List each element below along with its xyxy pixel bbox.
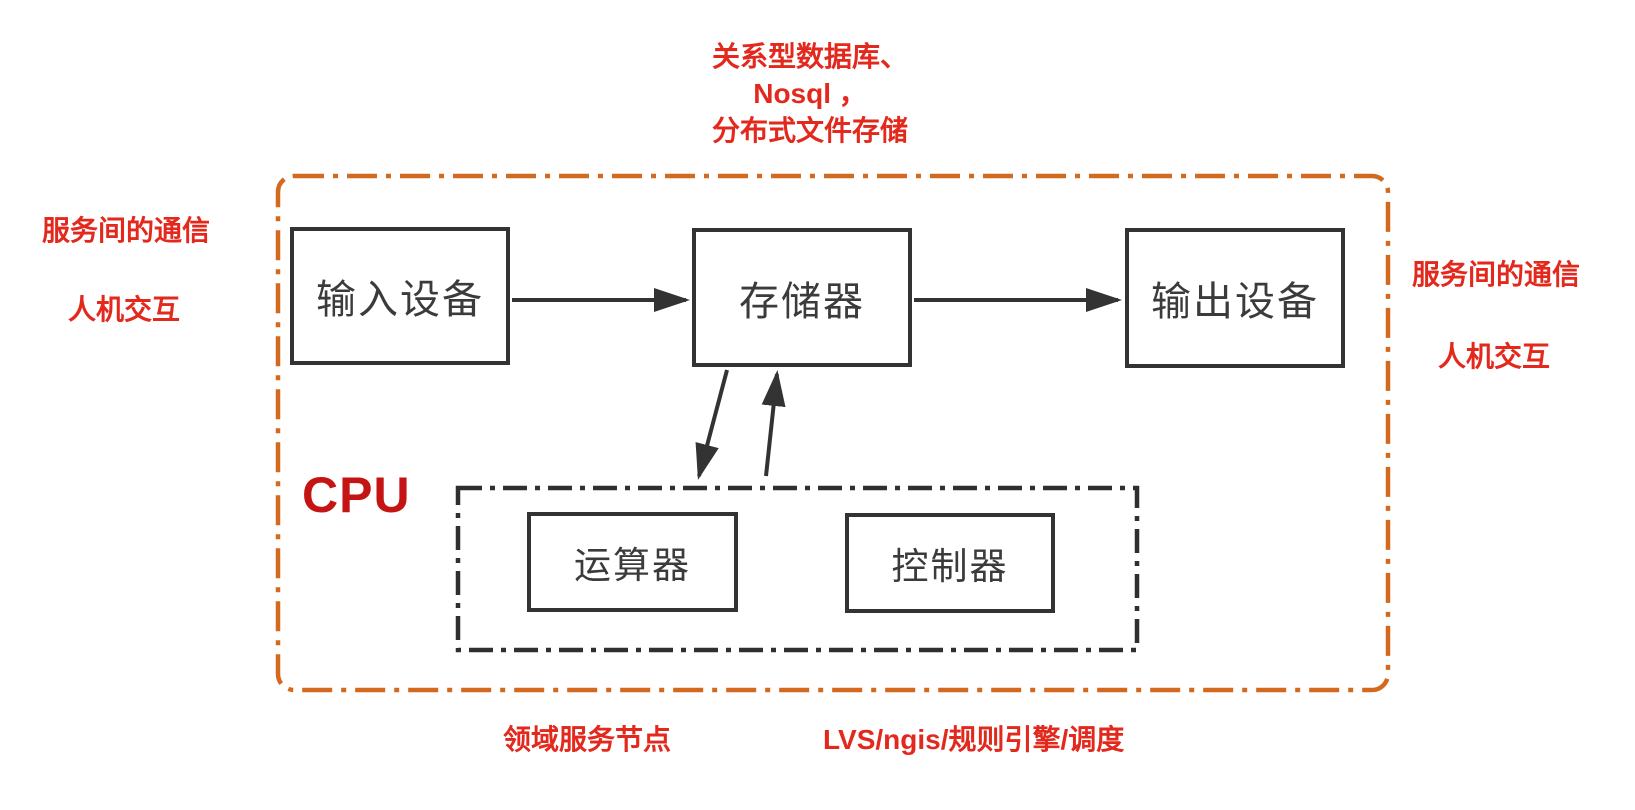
annotation-top-storage: 关系型数据库、 Nosql ， 分布式文件存储 xyxy=(610,38,1010,149)
annotation-left-communication: 服务间的通信 xyxy=(42,215,211,246)
arrow-cpucore-to-memory xyxy=(761,370,786,477)
node-output-device-label: 输出设备 xyxy=(1151,280,1319,324)
annotation-right-communication: 服务间的通信 xyxy=(1412,259,1581,290)
annotation-bottom-domain-nodes: 领域服务节点 xyxy=(503,724,672,755)
arrow-memory-to-cpucore xyxy=(695,369,729,480)
node-controller: 控制器 xyxy=(845,513,1055,613)
node-memory-label: 存储器 xyxy=(739,279,865,324)
cpu-group-label: CPU xyxy=(302,467,411,523)
annotation-top-line2: Nosql ， xyxy=(753,78,867,109)
annotation-top-line1: 关系型数据库、 xyxy=(711,41,908,72)
node-input-device: 输入设备 xyxy=(290,227,510,365)
node-output-device: 输出设备 xyxy=(1125,228,1345,368)
annotation-left-hci: 人机交互 xyxy=(68,294,181,325)
annotation-top-line3: 分布式文件存储 xyxy=(711,115,908,146)
node-memory: 存储器 xyxy=(692,228,912,367)
annotation-right-hci: 人机交互 xyxy=(1438,341,1551,372)
node-controller-label: 控制器 xyxy=(891,546,1009,587)
node-alu: 运算器 xyxy=(527,512,738,612)
annotation-bottom-lvs: LVS/ngis/规则引擎/调度 xyxy=(823,724,1125,755)
node-input-device-label: 输入设备 xyxy=(316,278,484,322)
node-alu-label: 运算器 xyxy=(574,545,691,586)
